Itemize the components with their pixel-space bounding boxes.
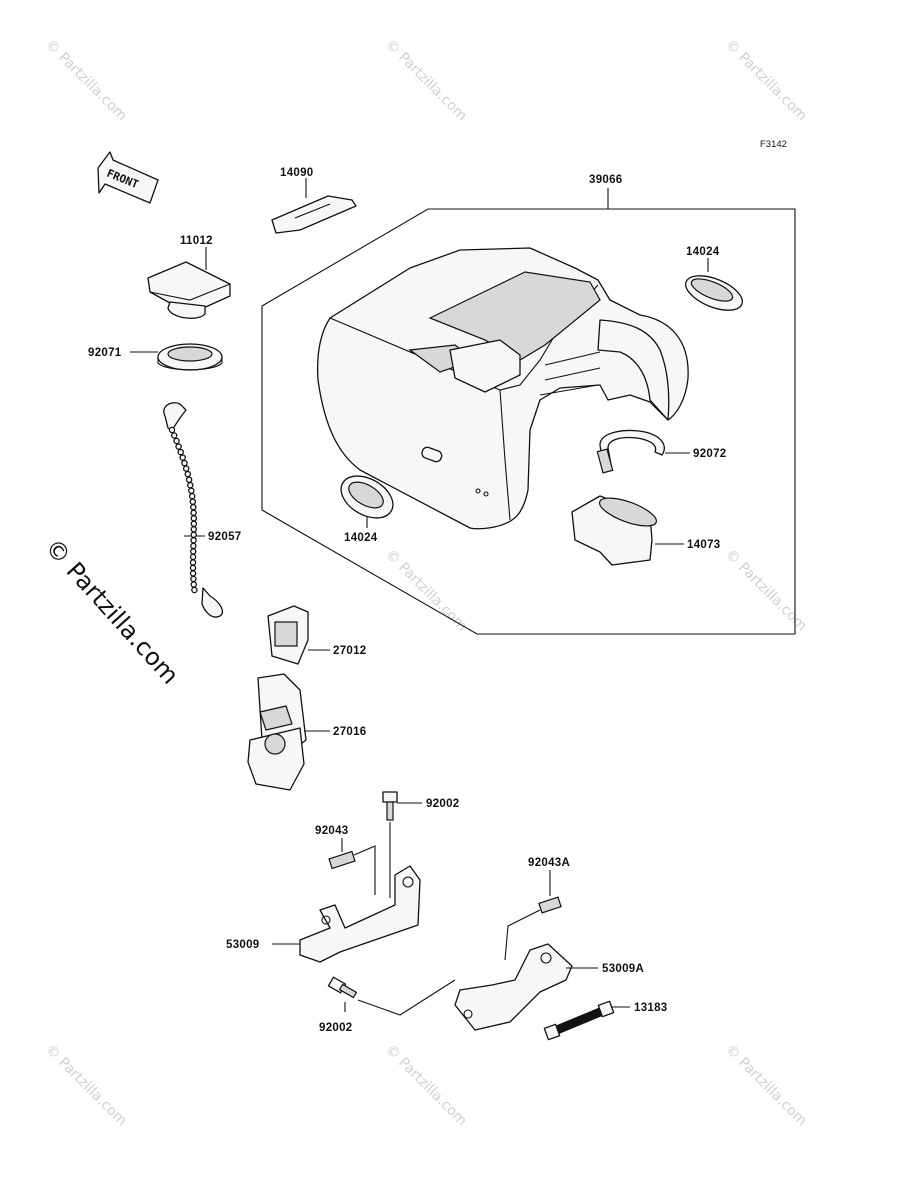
part-label: 92043A [528, 857, 570, 869]
watermark: © Partzilla.com [382, 547, 470, 635]
part-label: 27016 [333, 726, 366, 738]
part-label: 13183 [634, 1002, 667, 1014]
chain-bead [181, 459, 188, 467]
chain-bead [168, 426, 176, 434]
chain-bead [190, 526, 198, 533]
chain-bead [184, 470, 192, 478]
part-label: 14073 [687, 539, 720, 551]
chain-bead [173, 437, 180, 445]
part-92002-bolt [382, 791, 422, 898]
chain-bead [170, 432, 178, 439]
chain-bead [191, 586, 198, 594]
part-14024-grommet [685, 258, 743, 311]
chain-bead [190, 503, 197, 511]
part-92072-clamp [596, 429, 690, 474]
part-label: 53009A [602, 963, 644, 975]
part-label: 92072 [693, 448, 726, 460]
chain-bead [190, 542, 197, 550]
part-label: 92071 [88, 347, 122, 359]
chain-bead [179, 454, 186, 461]
part-53009A-bracket [454, 943, 598, 1031]
part-11012-cap [147, 247, 231, 319]
watermark: © Partzilla.com [42, 37, 130, 125]
part-label: 11012 [180, 235, 213, 247]
part-92002-bolt [327, 976, 456, 1016]
part-label: 92002 [426, 798, 459, 810]
part-label: 14090 [280, 167, 313, 179]
part-label: 92057 [208, 531, 241, 543]
part-27016-lock [247, 673, 330, 791]
part-92071-grommet [130, 343, 223, 371]
watermark: © Partzilla.com [382, 37, 470, 125]
part-14090-emblem [271, 178, 357, 234]
part-92057-chain [163, 402, 224, 618]
chain-bead [190, 581, 198, 588]
chain-bead [189, 559, 197, 566]
chain-bead [185, 476, 193, 483]
chain-bead [189, 564, 197, 572]
watermark-layer: © Partzilla.com © Partzilla.com © Partzi… [42, 37, 810, 1130]
chain-bead [189, 570, 197, 577]
watermark: © Partzilla.com [722, 37, 810, 125]
chain-bead [190, 515, 198, 522]
part-label: 14024 [344, 532, 378, 544]
watermark: © Partzilla.com [722, 547, 810, 635]
watermark: © Partzilla.com [42, 1042, 130, 1130]
part-label: 39066 [589, 174, 622, 186]
part-label: 27012 [333, 645, 366, 657]
chain-bead [175, 443, 182, 450]
assembly-frame [261, 208, 796, 635]
chain-bead [190, 509, 197, 517]
chain-bead [190, 575, 197, 583]
chain-bead [190, 520, 198, 528]
chain-bead [188, 487, 195, 494]
watermark: © Partzilla.com [722, 1042, 810, 1130]
part-14073-duct [571, 495, 684, 566]
chain-bead [189, 498, 197, 505]
part-92043-stud [328, 838, 376, 895]
part-label: 53009 [226, 939, 259, 951]
part-13183-spacer [543, 1000, 630, 1041]
chain-bead [190, 531, 197, 539]
chain-bead [190, 537, 197, 544]
part-39066-cover [316, 247, 689, 530]
chain-bead [177, 448, 184, 456]
part-label: 14024 [686, 246, 720, 258]
part-53009-bracket [272, 865, 421, 963]
part-label: 92043 [315, 825, 348, 837]
chain-bead [189, 553, 197, 561]
figure-code: F3142 [760, 139, 787, 150]
part-92043A-stud [504, 870, 562, 961]
chain-bead [182, 465, 190, 472]
part-labels: 14090 39066 11012 14024 92071 92072 9205… [88, 167, 726, 1034]
chain-bead [189, 548, 197, 555]
watermark-large: © Partzilla.com [40, 533, 185, 689]
part-14024-grommet [340, 475, 394, 528]
front-arrow-icon: FRONT [97, 151, 159, 204]
part-27012-latch [267, 605, 330, 665]
watermark: © Partzilla.com [382, 1042, 470, 1130]
chain-bead [187, 481, 194, 489]
part-label: 92002 [319, 1022, 352, 1034]
chain-bead [188, 492, 196, 500]
